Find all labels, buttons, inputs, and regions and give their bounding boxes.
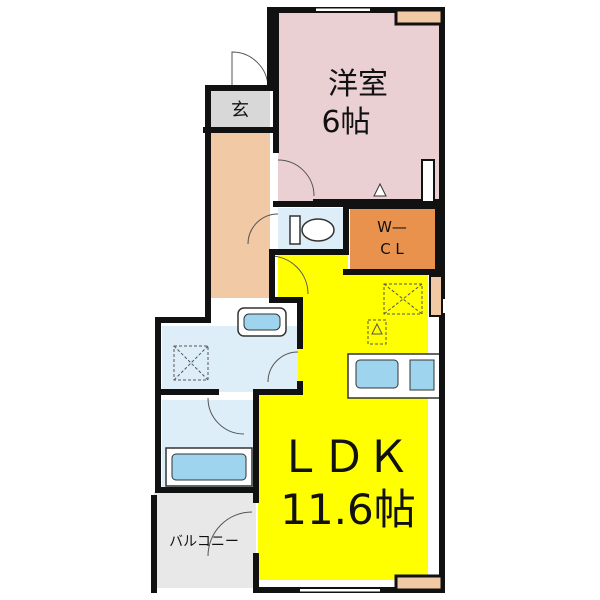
entrance-area [208,88,270,130]
hall-door-arc [269,255,309,295]
fridge-space [383,283,423,315]
wash-door-arc [267,351,299,383]
entrance-label: 玄 [231,100,249,121]
western-room-size: 6帖 [321,105,370,140]
toilet-walls [273,201,349,255]
vent-triangle-icon [371,322,383,335]
toilet-door-arc [247,213,279,245]
hallway [208,130,270,298]
ldk-size: 11.6帖 [280,485,416,534]
western-door-arc [277,159,315,197]
toilet-bowl [301,218,335,242]
balcony [154,492,256,588]
balcony-door-arc [207,511,253,557]
western-room [278,12,440,202]
western-room-label: 洋室 [328,67,388,102]
washing-machine-space [173,345,209,381]
closet-interior-wall [421,159,435,203]
pillar-bottom-right [394,574,444,592]
fridge-cross-a [383,283,423,315]
closet-walls [343,203,441,275]
ldk-label: ＬＤＫ [278,432,410,483]
walk-in-closet-label-1: W— [377,218,407,236]
walk-in-closet-label-2: C L [380,240,404,258]
pillar-top-right [394,8,444,26]
bathtub-inner [171,453,247,481]
wash-basin-bowl [243,313,281,331]
toilet-tank [289,215,301,245]
wash-bottom-wall [157,381,303,395]
door-arcs [207,51,315,557]
walk-in-closet [350,208,436,270]
washer-cross-b [173,345,209,381]
pillar-mid-right [429,275,443,317]
bath-door-arc [207,397,245,435]
kitchen-sink [355,359,399,389]
hall-right-wall [269,249,303,349]
wall-accents [300,8,444,592]
washroom [162,326,298,392]
washer-cross-a [173,345,209,381]
closet-door-triangle-icon [373,182,387,197]
kitchen-stove [409,359,435,391]
appliance-marker [367,319,387,345]
entry-door-arc [231,51,269,89]
fridge-cross-b [383,283,423,315]
balcony-label: バルコニー [169,534,239,550]
